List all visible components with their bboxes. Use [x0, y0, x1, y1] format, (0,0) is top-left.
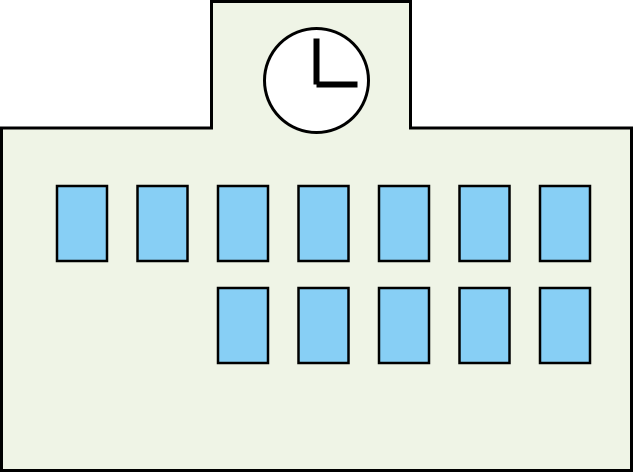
window-row-bottom	[216, 286, 592, 365]
window	[377, 286, 431, 365]
clock-icon	[263, 27, 370, 134]
window	[538, 286, 592, 365]
window	[297, 184, 350, 263]
window	[297, 286, 350, 365]
window	[458, 184, 511, 263]
window	[216, 286, 270, 365]
window	[216, 184, 270, 263]
window	[55, 184, 109, 263]
window	[136, 184, 189, 263]
window	[538, 184, 592, 263]
window	[377, 184, 431, 263]
window	[458, 286, 511, 365]
window-row-top	[55, 184, 592, 263]
